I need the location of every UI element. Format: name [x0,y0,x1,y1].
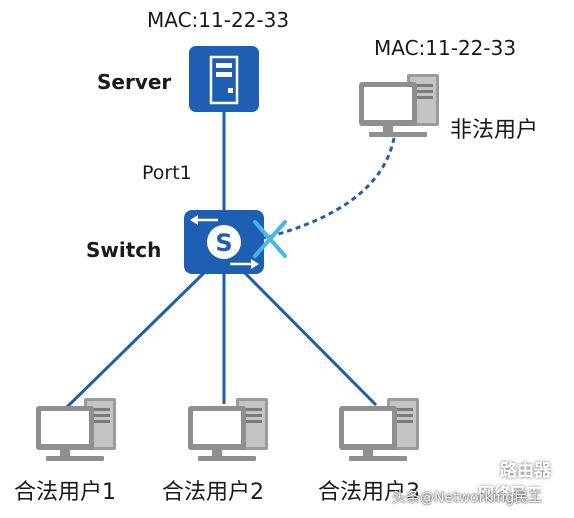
switch-label: Switch [86,238,162,262]
link-switch-user1 [64,266,211,410]
server-label: Server [97,70,172,94]
computer-icon [359,74,439,137]
watermark-primary: 路由器 [500,461,551,481]
block-x-icon [253,220,287,258]
link-switch-user3 [238,266,378,407]
switch-glyph: S [215,229,232,257]
switch-icon: S [184,210,264,274]
computer-icon [339,398,419,461]
watermark-secondary: 头条@Networking民工 [392,490,543,506]
watermark-overlap: 网络民工 [478,484,543,503]
computer-icon [36,398,116,461]
illegal-user-mac-label: MAC:11-22-33 [374,36,517,60]
link-illegal-dashed [263,137,396,240]
illegal-user-label: 非法用户 [450,118,539,143]
port-label: Port1 [142,162,192,184]
legit-user-2-label: 合法用户2 [162,480,264,505]
legit-user-1-label: 合法用户1 [14,480,116,505]
computer-icon [188,398,268,461]
server-icon [189,46,259,112]
legit-user-3-label: 合法用户3 [318,480,420,505]
server-mac-label: MAC:11-22-33 [147,8,290,32]
